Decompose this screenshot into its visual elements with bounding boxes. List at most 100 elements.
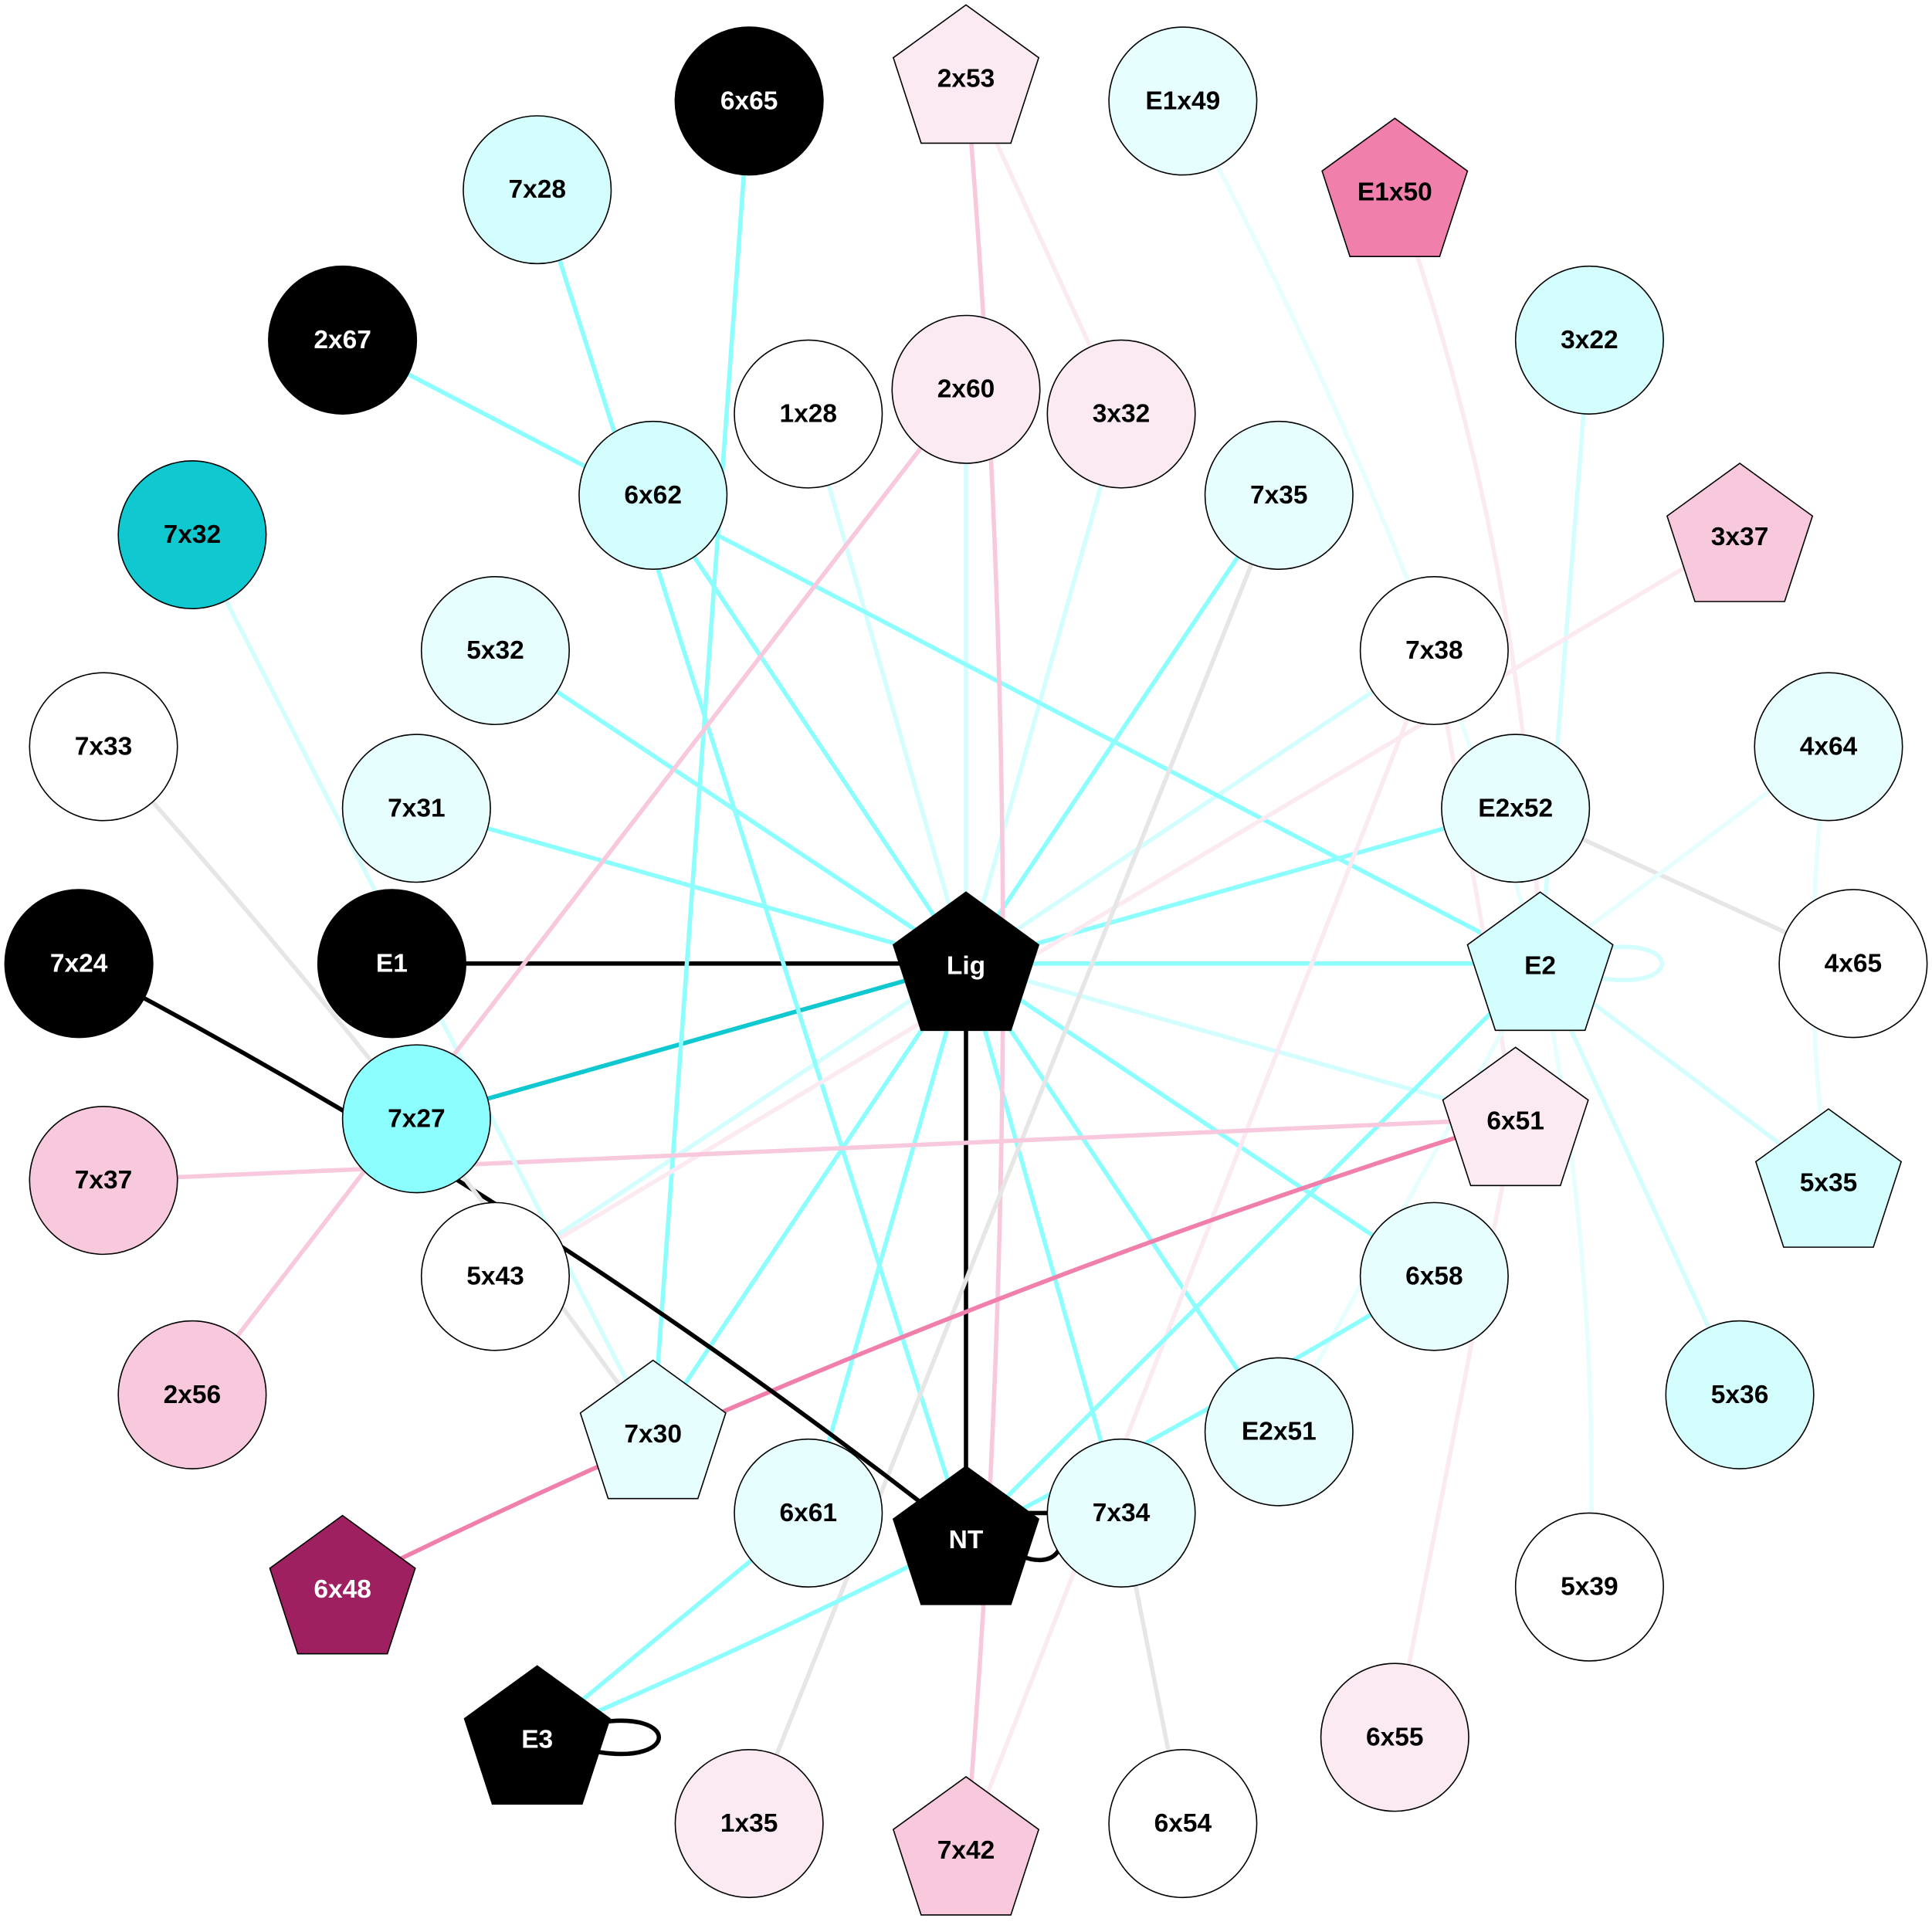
node-2x60[interactable]: 2x60 (891, 314, 1041, 464)
node-6x62[interactable]: 6x62 (578, 420, 728, 570)
edge-Lig-5x43 (493, 961, 968, 1279)
circle-shape (1778, 889, 1928, 1039)
circle-shape (1441, 734, 1591, 883)
node-E2x51[interactable]: E2x51 (1204, 1357, 1354, 1507)
pentagon-shape (892, 4, 1040, 144)
node-3x22[interactable]: 3x22 (1514, 265, 1664, 415)
edge-Lig-1x28 (806, 413, 968, 964)
edge-7x35-1x35 (747, 494, 1281, 1825)
pentagon-shape (892, 891, 1040, 1032)
node-label: 2x67 (314, 326, 371, 354)
node-7x37[interactable]: 7x37 (29, 1106, 178, 1256)
node-3x32[interactable]: 3x32 (1046, 339, 1196, 489)
node-E3[interactable]: E3 (463, 1665, 611, 1805)
node-NT[interactable]: NT (892, 1465, 1040, 1605)
circle-shape (341, 734, 491, 883)
node-label: 3x37 (1711, 523, 1769, 551)
node-label: 2x60 (937, 375, 995, 404)
edge-2x60-2x56 (190, 388, 968, 1396)
node-label: 7x30 (624, 1420, 682, 1449)
node-E1x50[interactable]: E1x50 (1321, 117, 1469, 258)
circle-shape (674, 1749, 824, 1899)
pentagon-shape (463, 1665, 611, 1805)
node-7x28[interactable]: 7x28 (463, 115, 612, 265)
circle-shape (1204, 420, 1354, 570)
circle-shape (1359, 575, 1509, 726)
pentagon-shape (579, 1359, 727, 1500)
node-7x24[interactable]: 7x24 (4, 889, 154, 1039)
node-5x43[interactable]: 5x43 (420, 1202, 570, 1351)
edge-E2-NT (964, 961, 1542, 1540)
circle-shape (29, 1106, 178, 1256)
node-7x35[interactable]: 7x35 (1204, 420, 1354, 570)
node-7x31[interactable]: 7x31 (341, 734, 491, 883)
node-6x55[interactable]: 6x55 (1320, 1663, 1469, 1812)
node-6x48[interactable]: 6x48 (269, 1514, 416, 1655)
node-7x30[interactable]: 7x30 (579, 1359, 727, 1500)
node-label: 3x22 (1561, 326, 1618, 354)
node-label: 5x43 (466, 1263, 524, 1291)
node-label: E1x49 (1145, 86, 1220, 115)
node-label: E3 (521, 1726, 553, 1754)
node-3x37[interactable]: 3x37 (1666, 462, 1814, 602)
circle-shape (734, 1438, 883, 1588)
node-4x65[interactable]: 4x65 (1778, 889, 1928, 1039)
node-6x51[interactable]: 6x51 (1442, 1046, 1589, 1187)
pentagon-shape (269, 1514, 416, 1655)
node-7x34[interactable]: 7x34 (1046, 1438, 1196, 1588)
edge-Lig-5x32 (493, 649, 968, 966)
node-Lig[interactable]: Lig (892, 891, 1040, 1032)
node-1x35[interactable]: 1x35 (674, 1749, 824, 1899)
node-label: 6x62 (624, 481, 682, 510)
node-2x67[interactable]: 2x67 (268, 265, 418, 415)
node-5x39[interactable]: 5x39 (1514, 1512, 1664, 1662)
node-label: E1 (376, 949, 408, 978)
node-label: 7x31 (388, 794, 446, 822)
node-7x27[interactable]: 7x27 (341, 1044, 491, 1194)
node-label: 6x48 (314, 1575, 371, 1604)
node-label: 2x53 (937, 65, 995, 93)
edge-Lig-7x34 (964, 963, 1124, 1514)
node-5x35[interactable]: 5x35 (1754, 1108, 1903, 1248)
node-6x61[interactable]: 6x61 (734, 1438, 883, 1588)
node-label: 2x56 (164, 1381, 222, 1409)
edge-E2-E2 (1601, 944, 1664, 983)
node-6x65[interactable]: 6x65 (674, 26, 824, 176)
circle-shape (674, 26, 824, 176)
node-label: 6x54 (1154, 1809, 1212, 1838)
edge-E2-5x39 (1537, 963, 1594, 1588)
circle-shape (1204, 1357, 1354, 1507)
circle-shape (1108, 26, 1258, 176)
pentagon-shape (1466, 891, 1614, 1032)
node-label: 4x65 (1825, 949, 1883, 978)
circle-shape (29, 672, 178, 822)
node-6x54[interactable]: 6x54 (1108, 1749, 1258, 1899)
node-2x53[interactable]: 2x53 (892, 4, 1040, 144)
node-6x58[interactable]: 6x58 (1359, 1202, 1509, 1351)
node-E1x49[interactable]: E1x49 (1108, 26, 1258, 176)
node-2x56[interactable]: 2x56 (117, 1320, 267, 1469)
node-7x38[interactable]: 7x38 (1359, 575, 1509, 726)
circle-shape (117, 459, 267, 610)
node-E1[interactable]: E1 (317, 889, 466, 1039)
edge-Lig-7x35 (964, 493, 1281, 965)
node-7x42[interactable]: 7x42 (892, 1775, 1040, 1916)
node-E2[interactable]: E2 (1466, 891, 1614, 1032)
circle-shape (1359, 1202, 1509, 1351)
node-5x32[interactable]: 5x32 (420, 575, 570, 726)
node-E2x52[interactable]: E2x52 (1441, 734, 1591, 883)
pentagon-shape (1321, 117, 1469, 258)
edge-6x65-7x30 (650, 100, 751, 1432)
node-1x28[interactable]: 1x28 (734, 339, 883, 489)
node-label: E2x51 (1242, 1418, 1317, 1446)
node-7x33[interactable]: 7x33 (29, 672, 178, 822)
node-label: 7x35 (1250, 481, 1308, 510)
pentagon-shape (892, 1775, 1040, 1916)
node-4x64[interactable]: 4x64 (1754, 672, 1903, 822)
node-7x32[interactable]: 7x32 (117, 459, 267, 610)
circle-shape (1665, 1320, 1815, 1469)
node-label: E2 (1524, 952, 1556, 981)
circle-shape (341, 1044, 491, 1194)
node-5x36[interactable]: 5x36 (1665, 1320, 1815, 1469)
node-label: 6x55 (1366, 1723, 1424, 1751)
